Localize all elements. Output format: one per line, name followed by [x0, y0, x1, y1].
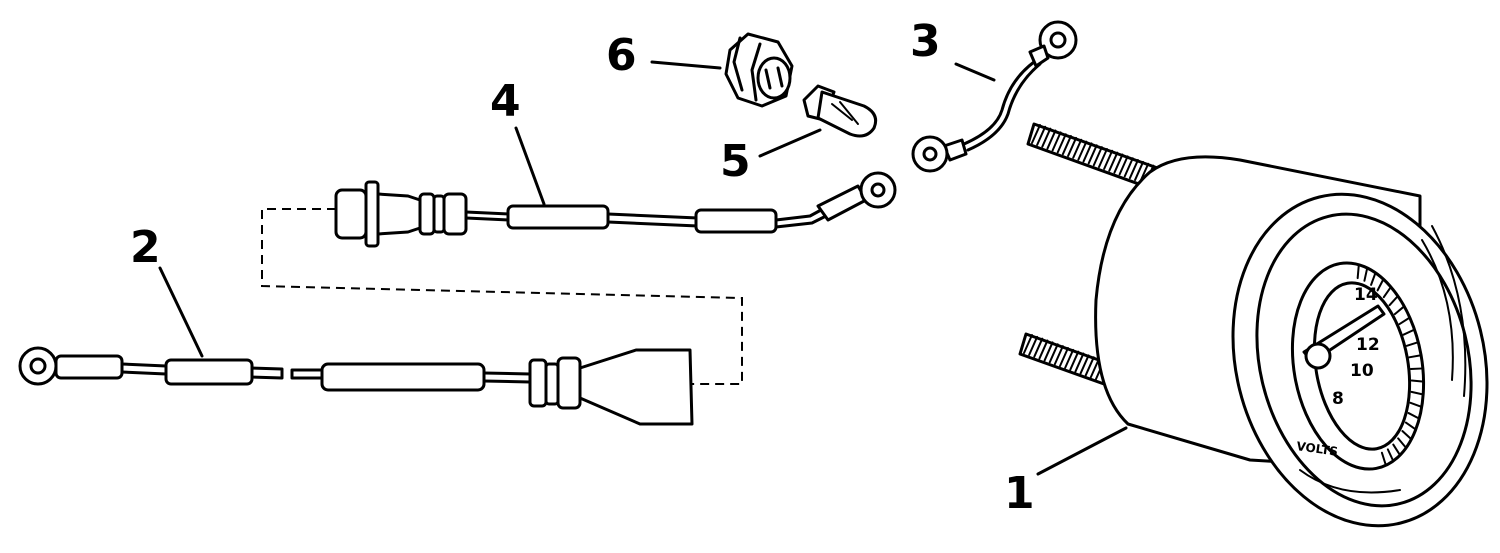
lower-terminal-sleeve: [54, 354, 124, 380]
dial-tick: [1393, 305, 1406, 316]
connection-dashed-line: [261, 208, 743, 385]
callout-3: 3: [910, 16, 941, 67]
dial-tick: [1402, 328, 1416, 336]
lower-plug-ring-b: [556, 356, 582, 410]
lower-wire-cut-end-b: [290, 368, 324, 380]
dial-tick: [1404, 421, 1417, 431]
leader-2: [158, 266, 204, 358]
lower-wire-harness: [18, 346, 694, 426]
callout-4: 4: [490, 76, 521, 127]
voltmeter-gauge: 14 12 10 8 VOLTS: [1018, 122, 1489, 528]
upper-wire-sleeve-2: [694, 208, 778, 234]
gauge-needle-hub: [1304, 342, 1332, 370]
dial-tick: [1398, 316, 1411, 326]
dial-tick: [1392, 443, 1401, 456]
callout-1: 1: [1004, 468, 1035, 519]
leader-4: [514, 126, 546, 206]
gauge-tick-marks: [1356, 265, 1425, 466]
bulb-socket: [724, 32, 794, 108]
dial-tick: [1410, 379, 1425, 383]
leader-5: [758, 128, 822, 158]
dial-tick: [1386, 448, 1394, 462]
upper-wire-seg-1: [464, 210, 512, 216]
lower-plug-body: [578, 348, 694, 426]
jumper-wire: [962, 60, 1036, 146]
upper-wire-sleeve-1: [506, 204, 610, 230]
lower-wire-sleeve-1: [164, 358, 254, 386]
dial-tick: [1380, 451, 1387, 466]
upper-wire-harness: [334, 171, 897, 248]
upper-terminal-crimp: [816, 184, 868, 222]
dial-unit-label: VOLTS: [1296, 439, 1339, 459]
dial-label-10: 10: [1350, 361, 1374, 381]
dial-tick: [1370, 272, 1377, 286]
dial-label-14: 14: [1354, 285, 1378, 305]
dial-tick: [1401, 430, 1413, 441]
socket-opening: [756, 56, 792, 100]
dial-tick: [1356, 265, 1360, 280]
ground-jumper-wire: [911, 20, 1078, 173]
callout-2: 2: [130, 222, 161, 273]
bulb: [802, 84, 878, 138]
lower-plug-ring-a: [528, 358, 548, 408]
leader-lines: [158, 60, 1128, 476]
dial-tick: [1363, 268, 1369, 282]
dial-tick: [1410, 390, 1425, 396]
bulb-glass: [816, 90, 878, 138]
upper-plug-body: [334, 188, 368, 240]
dial-tick: [1376, 278, 1385, 292]
dial-tick: [1409, 367, 1424, 370]
lower-wire-cut-end-a: [250, 366, 284, 380]
dial-tick: [1388, 295, 1399, 307]
dial-label-12: 12: [1356, 335, 1380, 355]
upper-plug-ring-c: [442, 192, 468, 236]
dial-tick: [1397, 437, 1407, 449]
callout-5: 5: [720, 136, 751, 187]
leader-1: [1036, 426, 1128, 476]
dial-tick: [1405, 341, 1420, 347]
dial-tick: [1407, 412, 1421, 420]
callout-numbers: 6 5 3 4 2 1: [130, 16, 1035, 519]
leader-6: [650, 60, 722, 70]
dial-tick: [1409, 401, 1423, 408]
upper-plug-flange: [364, 180, 380, 248]
dial-tick: [1408, 354, 1423, 359]
leader-3: [954, 62, 996, 82]
dial-label-8: 8: [1332, 389, 1344, 409]
upper-plug-ring-a: [418, 192, 436, 236]
callout-6: 6: [606, 30, 637, 81]
lower-wire-sleeve-2: [320, 362, 486, 392]
upper-plug-neck: [376, 192, 422, 236]
dial-tick: [1382, 286, 1392, 299]
